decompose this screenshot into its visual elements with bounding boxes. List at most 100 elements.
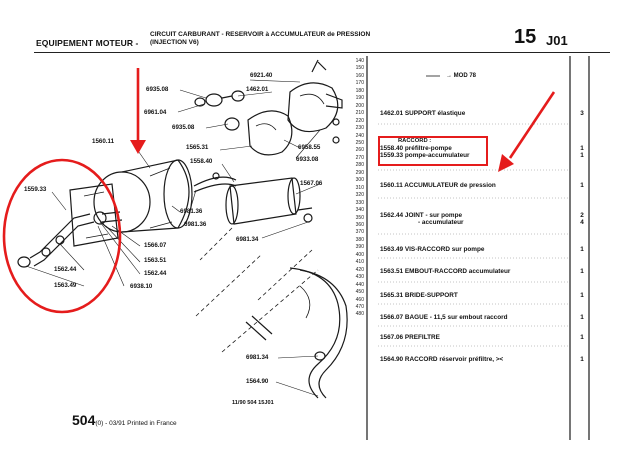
list-item: 1567.06 PREFILTRE [380, 334, 590, 341]
ruler-tick: 400 [355, 251, 364, 258]
ruler-tick: 180 [355, 87, 364, 94]
label-1566-07: 1566.07 [144, 242, 167, 249]
part-qty: 2 [580, 212, 584, 219]
label-6961-04: 6961.04 [144, 109, 167, 116]
list-item: 1564.90 RACCORD réservoir préfiltre, >< [380, 356, 590, 363]
part-desc: JOINT - sur pompe [404, 212, 463, 219]
part-code: 1564.90 [380, 356, 404, 363]
part-desc: RACCORD réservoir préfiltre, [404, 356, 495, 363]
subtitle-line-1: CIRCUIT CARBURANT - RESERVOIR à ACCUMULA… [150, 31, 371, 38]
part-qty: 3 [580, 110, 584, 117]
ruler-tick: 330 [355, 199, 364, 206]
label-1462-01: 1462.01 [246, 86, 269, 93]
ruler-tick: 230 [355, 125, 364, 132]
part-desc: EMBOUT-RACCORD accumulateur [404, 268, 511, 275]
part-desc: RACCORD : [398, 138, 432, 144]
list-item: 1563.51 EMBOUT-RACCORD accumulateur [380, 268, 590, 275]
ruler-tick: 240 [355, 132, 364, 139]
label-6938-10: 6938.10 [130, 283, 153, 290]
label-6935-08-b: 6935.08 [172, 124, 195, 131]
header-rule [34, 52, 610, 53]
part-qty: 1 [580, 268, 584, 275]
part-desc: BRIDE-SUPPORT [404, 292, 458, 299]
connector-icon: >< [495, 356, 504, 363]
part-code: 1560.11 [380, 182, 403, 189]
ruler-tick: 380 [355, 236, 364, 243]
ruler-tick: 300 [355, 177, 364, 184]
label-6981-36-b: 6981.36 [184, 221, 207, 228]
ruler-tick: 320 [355, 192, 364, 199]
part-qty: 1 [580, 246, 584, 253]
part-qty: 1 [580, 334, 584, 341]
part-desc: BAGUE - 11,5 sur embout raccord [404, 314, 508, 321]
ruler-tick: 150 [355, 65, 364, 72]
label-1563-51: 1563.51 [144, 257, 167, 264]
part-desc: PREFILTRE [404, 334, 440, 341]
page-footer: 504(0) - 03/91 Printed in France [72, 412, 177, 428]
ruler-tick: 340 [355, 207, 364, 214]
ruler-tick: 390 [355, 244, 364, 251]
ruler-tick: 170 [355, 80, 364, 87]
label-6981-36-a: 6981.36 [180, 208, 203, 215]
ruler-tick: 310 [355, 184, 364, 191]
ruler-tick: 210 [355, 110, 364, 117]
part-qty: 1 [580, 314, 584, 321]
list-item: 1562.44 JOINT - sur pompe [380, 212, 590, 219]
part-desc: préfiltre-pompe [404, 145, 452, 152]
ruler-tick: 430 [355, 274, 364, 281]
ruler-tick: 290 [355, 169, 364, 176]
label-1567-06: 1567.06 [300, 180, 323, 187]
list-item: 1563.49 VIS-RACCORD sur pompe [380, 246, 590, 253]
ruler-tick: 260 [355, 147, 364, 154]
label-1564-90: 1564.90 [246, 378, 269, 385]
highlight-box [378, 136, 488, 166]
page-number: 15 [514, 26, 537, 48]
part-code: 1562.44 [380, 212, 404, 219]
label-1562-44-a: 1562.44 [54, 266, 77, 273]
footer-suffix: (0) - 03/91 Printed in France [95, 420, 177, 427]
part-code: 1559.33 [380, 152, 404, 159]
ruler-tick: 270 [355, 154, 364, 161]
label-1565-31: 1565.31 [186, 144, 209, 151]
ruler-tick: 370 [355, 229, 364, 236]
label-6981-34-b: 6981.34 [246, 354, 269, 361]
ruler-tick: 250 [355, 139, 364, 146]
part-qty: 1 [580, 152, 584, 159]
list-header: → MOD 78 [446, 73, 477, 79]
ruler-tick: 280 [355, 162, 364, 169]
label-6958-55: 6958.55 [298, 144, 321, 151]
part-code: 1462.01 [380, 110, 404, 117]
part-desc: pompe-accumulateur [404, 152, 470, 159]
ruler-tick: 480 [355, 311, 364, 318]
figure-reference: 11/90 504 15J01 [232, 400, 274, 406]
list-item: - accumulateur [418, 219, 628, 226]
page-code: J01 [546, 33, 568, 48]
ruler-tick: 460 [355, 296, 364, 303]
part-code: 1563.51 [380, 268, 404, 275]
ruler-tick: 440 [355, 281, 364, 288]
part-qty: 1 [580, 145, 584, 152]
part-qty: 4 [580, 219, 584, 226]
label-1563-49: 1563.49 [54, 282, 77, 289]
list-item: 1462.01 SUPPORT élastique [380, 110, 590, 117]
part-desc: VIS-RACCORD sur pompe [404, 246, 485, 253]
part-desc: - accumulateur [418, 219, 464, 226]
ruler-tick: 360 [355, 221, 364, 228]
label-1558-40: 1558.40 [190, 158, 213, 165]
list-item: 1566.07 BAGUE - 11,5 sur embout raccord [380, 314, 590, 321]
label-1559-33: 1559.33 [24, 186, 47, 193]
list-item: 1558.40 préfiltre-pompe [380, 145, 590, 152]
part-qty: 1 [580, 182, 584, 189]
ruler-tick: 470 [355, 303, 364, 310]
part-desc: ACCUMULATEUR de pression [404, 182, 496, 189]
label-1560-11: 1560.11 [92, 138, 115, 145]
list-item: 1559.33 pompe-accumulateur [380, 152, 590, 159]
ruler-tick: 350 [355, 214, 364, 221]
label-6981-34-a: 6981.34 [236, 236, 259, 243]
part-qty: 1 [580, 292, 584, 299]
footer-page: 504 [72, 412, 96, 428]
ruler-tick: 420 [355, 266, 364, 273]
ruler-tick: 140 [355, 58, 364, 64]
